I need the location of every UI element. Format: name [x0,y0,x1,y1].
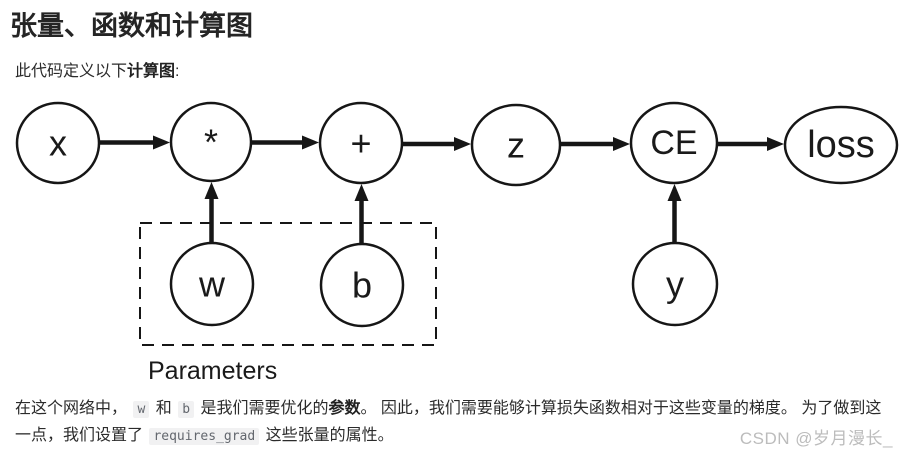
parameters-label: Parameters [148,357,277,385]
body-paragraph: 在这个网络中， w 和 b 是我们需要优化的参数。 因此，我们需要能够计算损失函… [15,400,882,445]
node-w [169,241,255,327]
node-plus [318,101,404,185]
node-loss [783,105,899,185]
node-x [15,101,101,185]
node-ce-label: CE [650,124,697,162]
node-plus-label: + [350,123,371,164]
edge-plus-z-arrowhead [454,137,471,151]
edge-w-mul-arrowhead [204,182,219,199]
bold-text: 参数 [328,400,361,417]
edge-ce-loss-arrowhead [767,137,784,151]
edge-b-plus-arrowhead [354,184,369,201]
watermark: CSDN @岁月漫长_ [739,429,893,448]
node-z-label: z [507,125,525,166]
inline-code: requires_grad [149,428,260,445]
node-b [319,242,405,328]
computational-graph-diagram: Parameters x * + z CE loss w b y [0,95,901,390]
intro-text: 此代码定义以下计算图: [15,63,180,80]
edge-mul-plus-arrowhead [302,135,319,150]
page-title: 张量、函数和计算图 [10,11,253,41]
node-ce [629,101,719,185]
computational-graph-svg: Parameters x * + z CE loss w b y [15,101,899,385]
inline-code: b [178,401,195,418]
parameters-box [139,222,437,346]
node-mul-label: * [204,122,218,163]
node-x-label: x [49,123,67,164]
node-b-label: b [352,265,372,306]
inline-code: w [133,401,150,418]
node-y [631,241,719,327]
node-w-label: w [198,264,226,305]
node-mul [169,101,253,183]
node-y-label: y [666,264,684,305]
node-z [470,103,562,187]
edge-x-mul-arrowhead [153,135,170,150]
edge-y-ce-arrowhead [667,184,682,201]
edge-z-ce-arrowhead [613,137,630,151]
node-loss-label: loss [807,124,875,166]
bold-text: 计算图 [127,63,176,80]
